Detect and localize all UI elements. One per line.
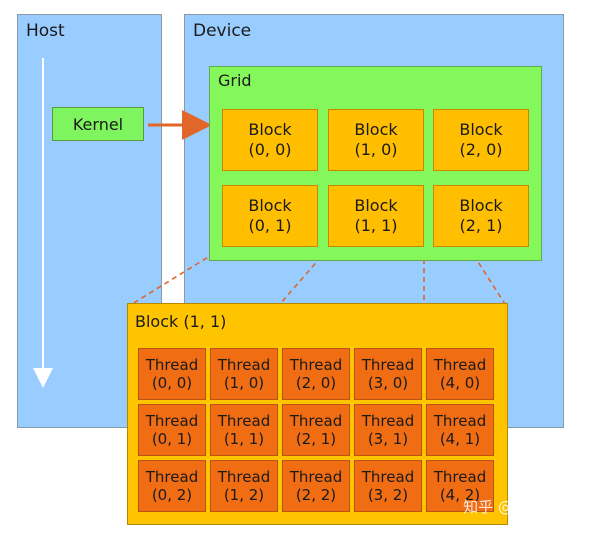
thread-coords: (1, 1) (223, 430, 265, 448)
thread-title: Thread (433, 412, 487, 430)
thread-coords: (4, 2) (439, 486, 481, 504)
block-title: Block (459, 120, 503, 139)
block-detail-label: Block (1, 1) (135, 312, 227, 331)
block-coords: (0, 1) (248, 216, 292, 235)
block-title: Block (354, 196, 398, 215)
host-panel: Host (17, 14, 162, 428)
thread-cell: Thread (2, 2) (282, 460, 350, 512)
thread-title: Thread (361, 356, 415, 374)
block-title: Block (354, 120, 398, 139)
thread-cell: Thread (4, 2) (426, 460, 494, 512)
thread-coords: (2, 1) (295, 430, 337, 448)
host-label: Host (26, 21, 65, 41)
thread-title: Thread (145, 468, 199, 486)
thread-coords: (0, 1) (151, 430, 193, 448)
grid-block: Block (2, 0) (433, 109, 529, 171)
grid-block: Block (0, 0) (222, 109, 318, 171)
thread-cell: Thread (4, 1) (426, 404, 494, 456)
thread-cell: Thread (1, 2) (210, 460, 278, 512)
thread-coords: (3, 1) (367, 430, 409, 448)
thread-coords: (0, 2) (151, 486, 193, 504)
thread-coords: (2, 0) (295, 374, 337, 392)
thread-title: Thread (217, 356, 271, 374)
grid-label: Grid (218, 71, 252, 90)
thread-title: Thread (217, 468, 271, 486)
thread-cell: Thread (2, 1) (282, 404, 350, 456)
thread-coords: (3, 0) (367, 374, 409, 392)
thread-coords: (1, 0) (223, 374, 265, 392)
thread-cell: Thread (4, 0) (426, 348, 494, 400)
thread-coords: (4, 0) (439, 374, 481, 392)
thread-title: Thread (433, 468, 487, 486)
grid-box: Grid Block (0, 0) Block (1, 0) Block (2,… (209, 66, 542, 261)
thread-title: Thread (289, 468, 343, 486)
thread-cell: Thread (1, 1) (210, 404, 278, 456)
thread-cell: Thread (0, 1) (138, 404, 206, 456)
thread-cell: Thread (0, 0) (138, 348, 206, 400)
thread-title: Thread (145, 356, 199, 374)
block-title: Block (248, 196, 292, 215)
grid-block: Block (0, 1) (222, 185, 318, 247)
device-label: Device (193, 21, 252, 41)
thread-coords: (2, 2) (295, 486, 337, 504)
thread-coords: (0, 0) (151, 374, 193, 392)
block-coords: (2, 1) (459, 216, 503, 235)
thread-cell: Thread (0, 2) (138, 460, 206, 512)
block-coords: (1, 1) (354, 216, 398, 235)
thread-cell: Thread (1, 0) (210, 348, 278, 400)
thread-title: Thread (361, 412, 415, 430)
thread-title: Thread (289, 356, 343, 374)
grid-block: Block (1, 0) (328, 109, 424, 171)
watermark: 知乎 @pizh12thu (463, 498, 588, 516)
block-title: Block (248, 120, 292, 139)
thread-coords: (3, 2) (367, 486, 409, 504)
thread-title: Thread (433, 356, 487, 374)
thread-cell: Thread (3, 2) (354, 460, 422, 512)
block-title: Block (459, 196, 503, 215)
thread-title: Thread (289, 412, 343, 430)
thread-coords: (4, 1) (439, 430, 481, 448)
kernel-box: Kernel (52, 107, 144, 141)
thread-title: Thread (145, 412, 199, 430)
block-coords: (2, 0) (459, 140, 503, 159)
thread-title: Thread (361, 468, 415, 486)
grid-block-selected: Block (1, 1) (328, 185, 424, 247)
thread-cell: Thread (3, 0) (354, 348, 422, 400)
thread-title: Thread (217, 412, 271, 430)
block-coords: (0, 0) (248, 140, 292, 159)
thread-coords: (1, 2) (223, 486, 265, 504)
block-coords: (1, 0) (354, 140, 398, 159)
grid-block: Block (2, 1) (433, 185, 529, 247)
block-detail-box: Block (1, 1) Thread (0, 0) Thread (1, 0)… (127, 303, 508, 525)
thread-cell: Thread (3, 1) (354, 404, 422, 456)
thread-cell: Thread (2, 0) (282, 348, 350, 400)
